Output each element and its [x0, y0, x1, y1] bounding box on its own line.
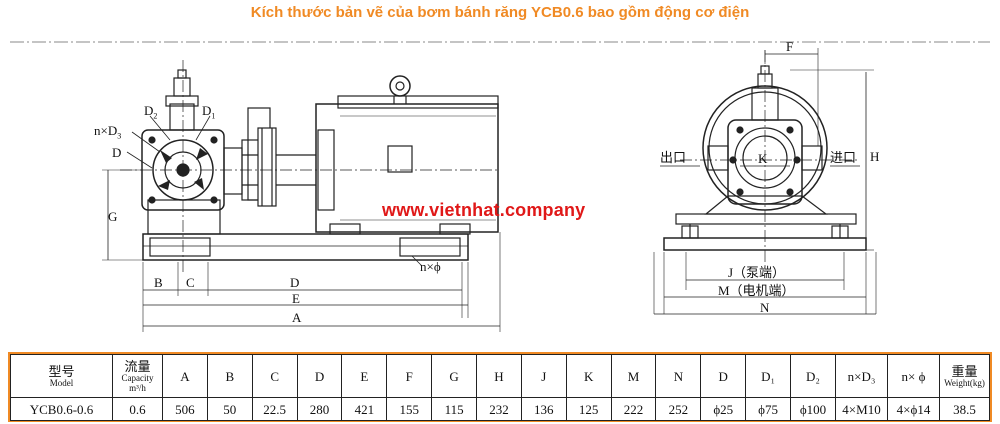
label-nxd3: n×D3	[94, 123, 122, 141]
label-outlet: 出口	[660, 150, 687, 165]
table-header-cell: M	[610, 354, 657, 398]
table-header-cell: D₂	[790, 354, 836, 398]
label-d2: D2	[144, 103, 158, 121]
table-header-cell: n×D₃	[835, 354, 888, 398]
label-c: C	[186, 275, 195, 290]
label-dim-d: D	[290, 275, 300, 290]
table-cell: ϕ75	[745, 397, 792, 421]
table-header-cell: F	[386, 354, 433, 398]
end-view	[653, 48, 877, 315]
table-header-cell: J	[520, 354, 567, 398]
label-nxphi: n×ϕ	[420, 259, 441, 274]
label-k: K	[758, 151, 768, 166]
table-header-cell: D	[296, 354, 343, 398]
table-cell: 421	[341, 397, 388, 421]
table-cell: 50	[206, 397, 253, 421]
table-header-cell: K	[565, 354, 612, 398]
table-header-cell: G	[431, 354, 478, 398]
table-cell: YCB0.6-0.6	[10, 397, 113, 421]
table-cell: 38.5	[939, 397, 990, 421]
label-h: H	[870, 149, 880, 164]
label-m: M（电机端）	[718, 283, 795, 298]
label-d: D	[112, 145, 122, 160]
page-title: Kích thước bản vẽ của bơm bánh răng YCB0…	[250, 4, 750, 21]
table-cell: 136	[520, 397, 567, 421]
table-cell: 125	[565, 397, 612, 421]
table-header-cell: C	[251, 354, 298, 398]
label-g: G	[108, 209, 118, 224]
table-cell: ϕ25	[700, 397, 747, 421]
label-a: A	[292, 310, 302, 325]
table-header-cell: B	[206, 354, 253, 398]
table-cell: 506	[162, 397, 208, 421]
table-cell: 280	[296, 397, 343, 421]
table-header-cell: A	[162, 354, 208, 398]
table-header-cell: E	[341, 354, 388, 398]
label-n: N	[760, 300, 770, 315]
table-header-cell: N	[655, 354, 702, 398]
table-cell: 155	[386, 397, 433, 421]
table-cell: ϕ100	[790, 397, 836, 421]
table-cell: 222	[610, 397, 657, 421]
label-f: F	[786, 39, 794, 54]
watermark: www.vietnhat.company	[382, 200, 586, 220]
table-cell: 252	[655, 397, 702, 421]
table-cell: 4×ϕ14	[887, 397, 940, 421]
table-header-cell: H	[476, 354, 522, 398]
table-cell: 22.5	[251, 397, 298, 421]
table-header-cell: n× ϕ	[887, 354, 940, 398]
table-cell: 4×M10	[835, 397, 888, 421]
pump-drawing	[10, 41, 990, 332]
label-inlet: 进口	[830, 150, 857, 165]
label-b: B	[154, 275, 163, 290]
table-cell: 232	[476, 397, 522, 421]
label-e: E	[292, 291, 300, 306]
table-header-cell: D₁	[745, 354, 792, 398]
table-header-cell: D	[700, 354, 747, 398]
side-view	[102, 60, 501, 332]
label-j: J（泵端）	[728, 265, 786, 280]
table-cell: 0.6	[112, 397, 163, 421]
label-d1: D1	[202, 103, 216, 121]
table-cell: 115	[431, 397, 478, 421]
